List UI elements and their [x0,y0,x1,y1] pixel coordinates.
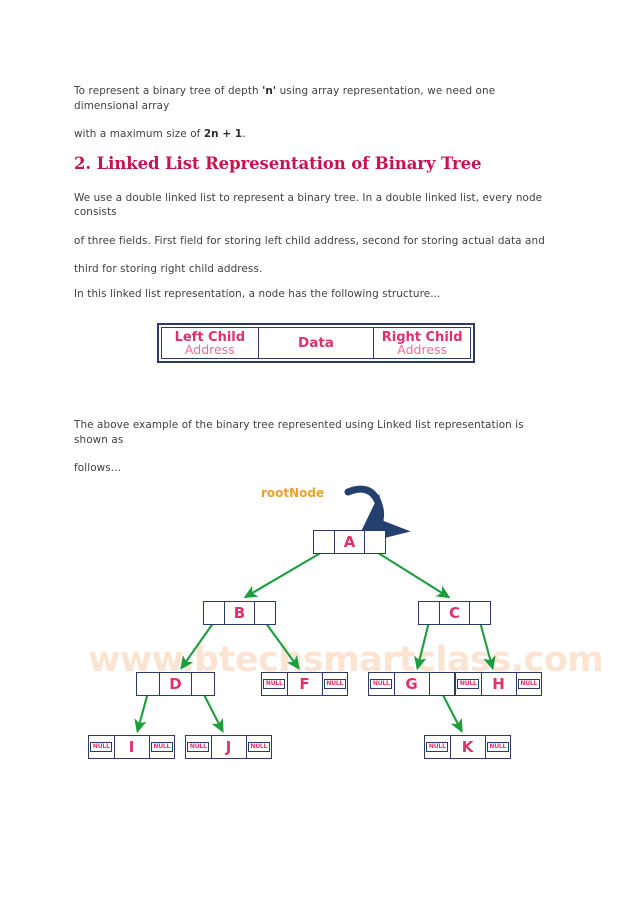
tree-node-b-data: B [225,602,254,624]
paragraph-follows: follows... [74,462,122,474]
tree-node-i-right-pointer: NULL [148,736,175,758]
tree-node-k-data: K [450,736,485,758]
tree-node-b-left-pointer [204,602,226,624]
tree-node-i-data: I [114,736,149,758]
paragraph-max-size: with a maximum size of 2n + 1. [74,127,560,142]
tree-node-g-left-pointer: NULL [369,673,395,695]
tree-node-b: B [203,601,276,625]
null-pointer-label: NULL [90,742,113,752]
tree-node-a-data: A [335,531,364,553]
tree-edge-a-to-b [243,550,325,599]
tree-node-h-right-pointer: NULL [515,673,542,695]
paragraph-node-structure: In this linked list representation, a no… [74,287,441,300]
tree-edge-c-to-g [414,621,430,671]
paragraph-intro: To represent a binary tree of depth 'n' … [74,84,560,113]
structure-cell-title: Left Child [174,329,246,345]
structure-cell-right-child: Right Child Address [373,327,471,359]
tree-edges-layer [134,485,496,734]
structure-cell-subtitle: Address [397,341,448,357]
tree-node-h-data: H [481,673,516,695]
tree-node-k-right-pointer: NULL [484,736,511,758]
null-pointer-label: NULL [457,679,480,689]
tree-edge-b-to-f [264,621,300,670]
tree-node-k-left-pointer: NULL [425,736,451,758]
text-run: To represent a binary tree of depth [74,85,263,97]
text-run: with a maximum size of [74,128,204,140]
structure-cell-subtitle: Address [184,341,235,357]
text-run-bold: 'n' [262,85,277,97]
tree-node-g-right-pointer [428,673,455,695]
tree-node-b-right-pointer [253,602,275,624]
tree-node-d-left-pointer [137,673,161,695]
root-pointer-arrow [344,485,411,546]
paragraph-three-fields: of three fields. First field for storing… [74,234,545,247]
tree-node-a-right-pointer [363,531,385,553]
tree-node-j-right-pointer: NULL [245,736,272,758]
structure-cell-title: Right Child [381,329,463,345]
tree-node-a-left-pointer [314,531,336,553]
node-structure-figure: Left Child Address Data Right Child Addr… [157,323,475,363]
null-pointer-label: NULL [187,742,210,752]
tree-node-f-right-pointer: NULL [321,673,348,695]
structure-cell-data: Data [258,327,374,359]
tree-node-d: D [136,672,215,696]
tree-node-h-left-pointer: NULL [456,673,482,695]
null-pointer-label: NULL [247,742,270,752]
tree-edge-a-to-c [374,550,451,599]
tree-node-c-data: C [440,602,469,624]
section-heading: 2. Linked List Representation of Binary … [74,153,482,173]
tree-node-d-data: D [160,673,191,695]
tree-node-i-left-pointer: NULL [89,736,115,758]
article-content: To represent a binary tree of depth 'n' … [74,84,560,315]
structure-cell-title: Data [298,335,334,351]
structure-cell-left-child: Left Child Address [161,327,259,359]
root-node-label: rootNode [261,486,325,500]
tree-edge-b-to-d [180,621,215,670]
tree-edge-g-to-k [441,692,463,734]
null-pointer-label: NULL [323,679,346,689]
null-pointer-label: NULL [486,742,509,752]
tree-node-j-left-pointer: NULL [186,736,212,758]
null-pointer-label: NULL [150,742,173,752]
tree-node-a: A [313,530,386,554]
tree-edge-c-to-h [479,621,496,671]
tree-edge-d-to-j [202,692,224,734]
tree-node-c-right-pointer [468,602,490,624]
tree-node-c-left-pointer [419,602,441,624]
tree-node-g-data: G [394,673,429,695]
tree-node-f-left-pointer: NULL [262,673,288,695]
null-pointer-label: NULL [517,679,540,689]
null-pointer-label: NULL [263,679,286,689]
text-run-bold: 2n + 1 [203,128,243,140]
text-run: . [242,128,246,140]
tree-node-c: C [418,601,491,625]
tree-node-j-data: J [211,736,246,758]
paragraph-double-linked-list: We use a double linked list to represent… [74,191,543,219]
paragraph-third-field: third for storing right child address. [74,263,263,275]
tree-edge-d-to-i [134,692,149,734]
null-pointer-label: NULL [370,679,393,689]
tree-node-f-data: F [287,673,322,695]
tree-node-d-right-pointer [190,673,214,695]
null-pointer-label: NULL [426,742,449,752]
text-run: using array representation, we need one … [74,85,496,112]
article-content-after-figure: The above example of the binary tree rep… [74,418,560,490]
paragraph-above-example: The above example of the binary tree rep… [74,419,524,446]
